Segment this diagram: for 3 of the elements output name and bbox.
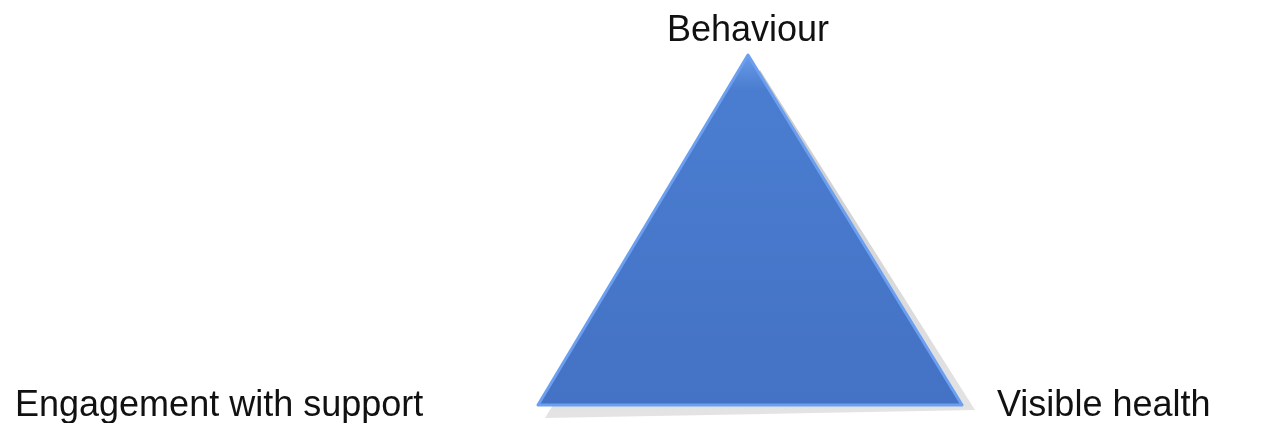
corner-label: Behaviour: [666, 8, 830, 50]
corner-label: Visible health: [997, 383, 1211, 423]
corner-label: Engagement with support: [15, 383, 424, 423]
